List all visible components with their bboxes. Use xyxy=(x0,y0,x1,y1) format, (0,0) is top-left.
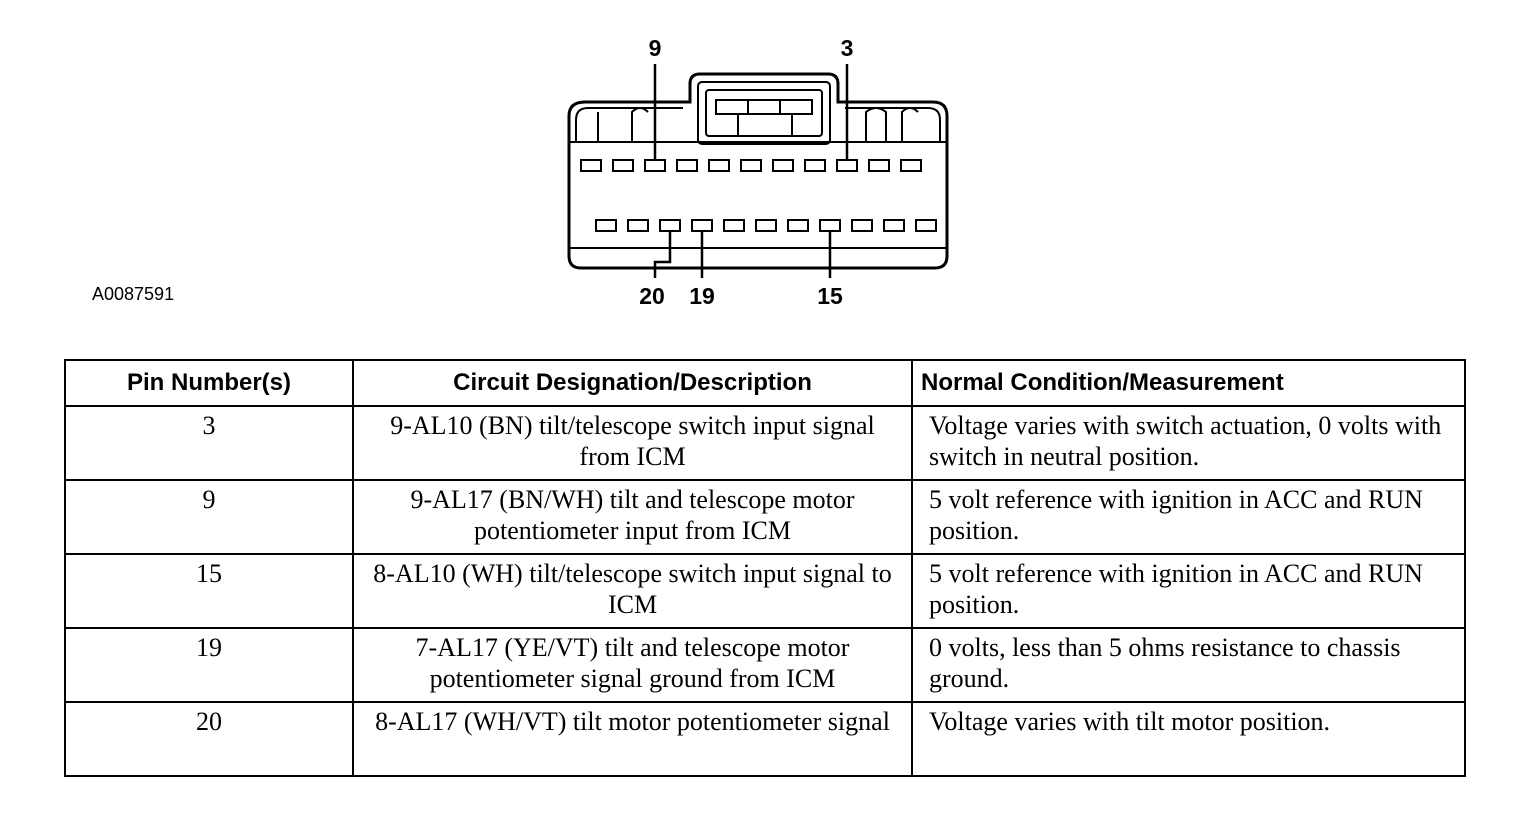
callout-pin-19: 19 xyxy=(689,283,715,309)
pin-cavity xyxy=(772,159,794,172)
pin-cavity xyxy=(691,219,713,232)
table-row: 19 7-AL17 (YE/VT) tilt and telescope mot… xyxy=(64,627,1466,703)
pin-cavity xyxy=(836,159,858,172)
callout-pin-15: 15 xyxy=(817,283,843,309)
pin-cavity xyxy=(868,159,890,172)
pin-cavity xyxy=(819,219,841,232)
cell-pin: 19 xyxy=(64,627,354,703)
header-pin-numbers: Pin Number(s) xyxy=(64,359,354,407)
cell-condition: Voltage varies with switch actuation, 0 … xyxy=(911,405,1466,481)
callout-pin-20: 20 xyxy=(639,283,665,309)
pin-row-lower xyxy=(595,219,937,232)
pin-cavity xyxy=(851,219,873,232)
cell-condition: 0 volts, less than 5 ohms resistance to … xyxy=(911,627,1466,703)
pin-cavity xyxy=(595,219,617,232)
table-row: 3 9-AL10 (BN) tilt/telescope switch inpu… xyxy=(64,405,1466,481)
table-header-row: Pin Number(s) Circuit Designation/Descri… xyxy=(64,359,1466,407)
cell-pin: 15 xyxy=(64,553,354,629)
pin-cavity xyxy=(755,219,777,232)
table-row: 9 9-AL17 (BN/WH) tilt and telescope moto… xyxy=(64,479,1466,555)
cell-condition: Voltage varies with tilt motor position. xyxy=(911,701,1466,777)
cell-circuit: 9-AL10 (BN) tilt/telescope switch input … xyxy=(352,405,913,481)
pin-table: Pin Number(s) Circuit Designation/Descri… xyxy=(64,359,1466,777)
pin-cavity xyxy=(915,219,937,232)
header-condition: Normal Condition/Measurement xyxy=(911,359,1466,407)
cell-circuit: 8-AL10 (WH) tilt/telescope switch input … xyxy=(352,553,913,629)
pin-cavity xyxy=(787,219,809,232)
pin-cavity xyxy=(580,159,602,172)
cell-pin: 3 xyxy=(64,405,354,481)
pin-cavity xyxy=(627,219,649,232)
callout-pin-9: 9 xyxy=(649,35,662,61)
pin-cavity xyxy=(723,219,745,232)
connector-diagram: 9 3 20 19 15 A0087591 xyxy=(92,35,949,309)
figure-id: A0087591 xyxy=(92,284,174,304)
table-row: 15 8-AL10 (WH) tilt/telescope switch inp… xyxy=(64,553,1466,629)
pin-row-upper xyxy=(580,159,922,172)
table-row: 20 8-AL17 (WH/VT) tilt motor potentiomet… xyxy=(64,701,1466,777)
pin-cavity xyxy=(612,159,634,172)
leader-lines xyxy=(653,64,849,278)
pin-cavity xyxy=(659,219,681,232)
pin-cavity xyxy=(804,159,826,172)
cell-circuit: 9-AL17 (BN/WH) tilt and telescope motor … xyxy=(352,479,913,555)
header-circuit: Circuit Designation/Description xyxy=(352,359,913,407)
cell-pin: 20 xyxy=(64,701,354,777)
cell-circuit: 8-AL17 (WH/VT) tilt motor potentiometer … xyxy=(352,701,913,777)
pin-cavity xyxy=(900,159,922,172)
connector-body xyxy=(567,72,949,270)
callout-pin-3: 3 xyxy=(841,35,854,61)
pin-cavity xyxy=(708,159,730,172)
cell-condition: 5 volt reference with ignition in ACC an… xyxy=(911,553,1466,629)
cell-circuit: 7-AL17 (YE/VT) tilt and telescope motor … xyxy=(352,627,913,703)
pin-cavity xyxy=(644,159,666,172)
pin-cavity xyxy=(740,159,762,172)
cell-condition: 5 volt reference with ignition in ACC an… xyxy=(911,479,1466,555)
pin-cavity xyxy=(676,159,698,172)
cell-pin: 9 xyxy=(64,479,354,555)
pin-cavity xyxy=(883,219,905,232)
